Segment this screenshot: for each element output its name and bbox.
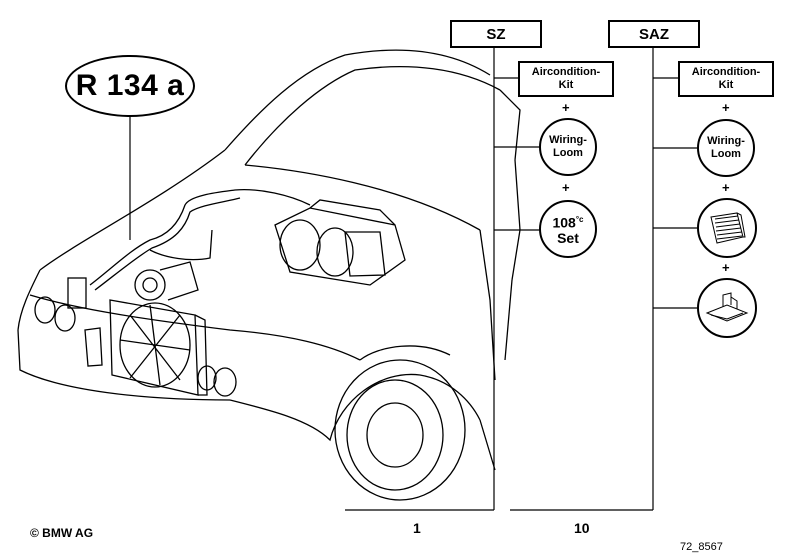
saz-condenser-part-circle xyxy=(697,198,757,258)
saz-quantity: 10 xyxy=(574,520,590,536)
sz-title-box: SZ xyxy=(450,20,542,48)
saz-wiring-line1: Wiring- xyxy=(707,135,745,147)
condenser-part-icon xyxy=(710,212,746,244)
saz-plus-2: + xyxy=(722,180,730,195)
sz-quantity: 1 xyxy=(413,520,421,536)
saz-wiring-loom-circle: Wiring- Loom xyxy=(697,119,755,177)
sz-wiring-line1: Wiring- xyxy=(549,134,587,146)
sz-plus-2: + xyxy=(562,180,570,195)
saz-plus-3: + xyxy=(722,260,730,275)
copyright-text: © BMW AG xyxy=(30,526,94,540)
refrigerant-text: R 134 a xyxy=(75,69,185,102)
saz-wiring-line2: Loom xyxy=(711,148,741,160)
sz-title: SZ xyxy=(486,25,506,43)
saz-kit-line2: Kit xyxy=(718,79,734,91)
sz-set-number: 108 xyxy=(552,214,576,231)
reference-number: 72_8567 xyxy=(680,541,723,553)
bracket-part-icon xyxy=(705,292,749,322)
saz-aircondition-kit-box: Aircondition- Kit xyxy=(678,61,774,97)
sz-plus-1: + xyxy=(562,100,570,115)
saz-title: SAZ xyxy=(639,25,669,43)
saz-plus-1: + xyxy=(722,100,730,115)
sz-set-unit: °c xyxy=(575,214,584,224)
refrigerant-label: R 134 a xyxy=(65,55,195,117)
sz-kit-line2: Kit xyxy=(558,79,574,91)
sz-wiring-loom-circle: Wiring- Loom xyxy=(539,118,597,176)
saz-bracket-part-circle xyxy=(697,278,757,338)
saz-kit-line1: Aircondition- xyxy=(691,66,761,78)
sz-set-temp: 108°c xyxy=(552,212,584,231)
sz-wiring-line2: Loom xyxy=(553,147,583,159)
sz-set-word: Set xyxy=(557,230,579,247)
sz-kit-line1: Aircondition- xyxy=(531,66,601,78)
sz-108c-set-circle: 108°c Set xyxy=(539,200,597,258)
saz-title-box: SAZ xyxy=(608,20,700,48)
sz-aircondition-kit-box: Aircondition- Kit xyxy=(518,61,614,97)
